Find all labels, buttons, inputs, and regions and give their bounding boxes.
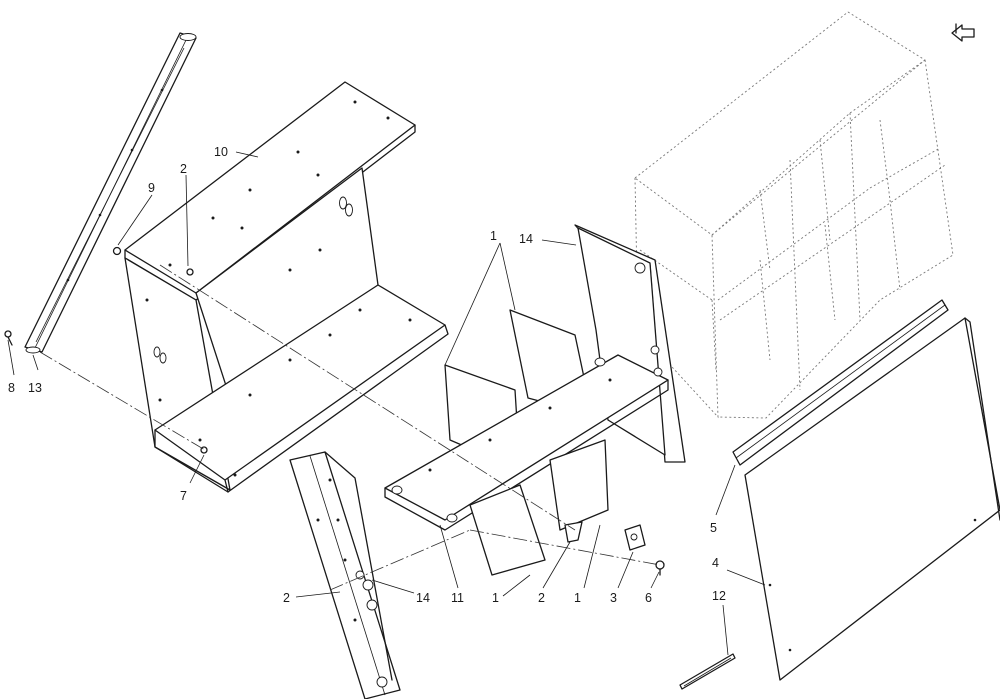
bracket-and-screw xyxy=(624,524,665,576)
callout-8: 8 xyxy=(8,381,15,395)
front-left-panel xyxy=(289,451,401,699)
callout-13: 13 xyxy=(28,381,42,395)
callout-2-top: 2 xyxy=(180,162,187,176)
callout-14-top: 14 xyxy=(519,232,533,246)
callout-7: 7 xyxy=(180,489,187,503)
center-assembly xyxy=(384,224,686,576)
callout-1-bottom-right: 1 xyxy=(574,591,581,605)
callout-11: 11 xyxy=(451,591,464,605)
callout-10: 10 xyxy=(214,145,228,159)
left-cabinet xyxy=(124,81,449,493)
fasteners xyxy=(4,246,208,454)
callout-1-top: 1 xyxy=(490,229,497,243)
callouts: 10 2 9 1 14 8 13 7 2 14 11 1 2 1 3 6 5 4… xyxy=(8,145,726,605)
return-arrow-icon[interactable] xyxy=(951,23,975,42)
leader-lines xyxy=(7,151,766,656)
callout-9: 9 xyxy=(148,181,155,195)
right-door xyxy=(744,317,1000,681)
callout-14-bottom: 14 xyxy=(416,591,430,605)
callout-2-left: 2 xyxy=(283,591,290,605)
strip xyxy=(679,653,736,690)
centerlines xyxy=(39,264,661,591)
callout-12: 12 xyxy=(712,589,726,603)
callout-4: 4 xyxy=(712,556,719,570)
callout-6: 6 xyxy=(645,591,652,605)
callout-3: 3 xyxy=(610,591,617,605)
left-rail xyxy=(24,32,197,354)
ghost-cabinet xyxy=(634,11,954,419)
right-rail xyxy=(732,299,949,466)
callout-2-center: 2 xyxy=(538,591,545,605)
callout-1-bottom-left: 1 xyxy=(492,591,499,605)
callout-5: 5 xyxy=(710,521,717,535)
